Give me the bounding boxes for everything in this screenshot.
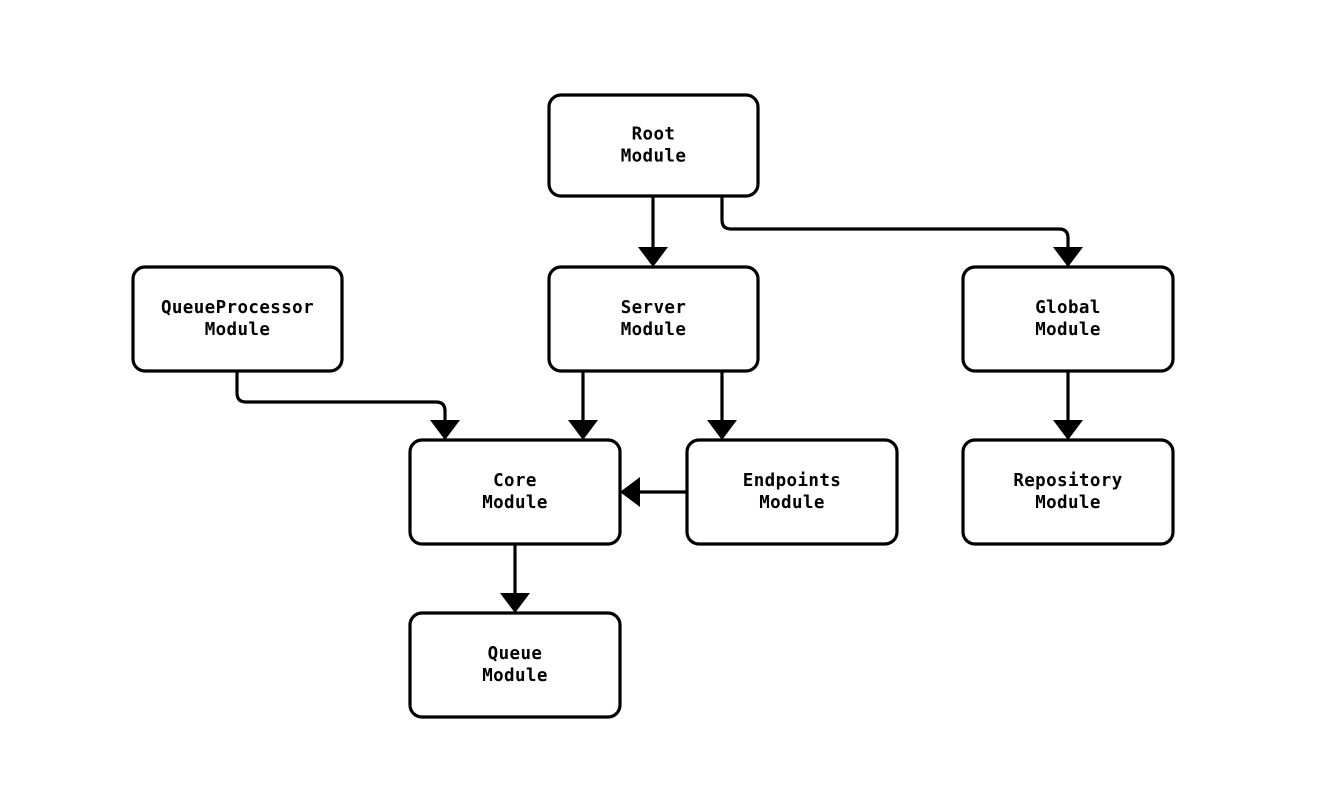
node-label-line1: Core (493, 471, 537, 491)
node-box[interactable] (685, 438, 899, 546)
node-label-line2: Module (1035, 320, 1101, 340)
arrowhead-icon (638, 247, 668, 267)
arrowhead-icon (1053, 247, 1083, 267)
edge-server-to-core (568, 371, 598, 440)
edge-line (235, 371, 447, 431)
node-label-line2: Module (759, 493, 825, 513)
node-layer: RootModuleQueueProcessorModuleServerModu… (131, 93, 1175, 719)
node-box[interactable] (961, 438, 1175, 546)
edge-endpoints-to-core (620, 477, 687, 507)
edge-layer (235, 196, 1083, 613)
node-box[interactable] (547, 93, 760, 198)
node-label-line1: Queue (488, 644, 543, 664)
node-box[interactable] (408, 438, 622, 546)
edge-root-to-server (638, 196, 668, 267)
node-box[interactable] (547, 265, 760, 373)
node-label-line1: Endpoints (743, 471, 841, 491)
edge-server-to-endpoints (707, 371, 737, 440)
edge-core-to-queue (500, 544, 530, 613)
node-label-line2: Module (482, 493, 548, 513)
edge-global-to-repository (1053, 371, 1083, 440)
node-label-line1: Repository (1013, 471, 1122, 491)
node-label-line1: Root (632, 125, 676, 145)
arrowhead-icon (1053, 420, 1083, 440)
node-box[interactable] (131, 265, 344, 373)
node-label-line2: Module (1035, 493, 1101, 513)
arrowhead-icon (568, 420, 598, 440)
edge-queueprocessor-to-core (235, 371, 460, 440)
node-label-line2: Module (621, 147, 687, 167)
node-label-line1: Global (1035, 298, 1101, 318)
arrowhead-icon (620, 477, 640, 507)
node-label-line1: Server (621, 298, 687, 318)
node-box[interactable] (961, 265, 1175, 373)
node-box[interactable] (408, 611, 622, 719)
arrowhead-icon (707, 420, 737, 440)
arrowhead-icon (500, 593, 530, 613)
edge-root-to-global (720, 196, 1083, 267)
node-label-line2: Module (621, 320, 687, 340)
node-label-line1: QueueProcessor (161, 298, 314, 318)
arrowhead-icon (430, 420, 460, 440)
edge-line (720, 196, 1070, 258)
node-label-line2: Module (482, 666, 548, 686)
node-label-line2: Module (205, 320, 271, 340)
